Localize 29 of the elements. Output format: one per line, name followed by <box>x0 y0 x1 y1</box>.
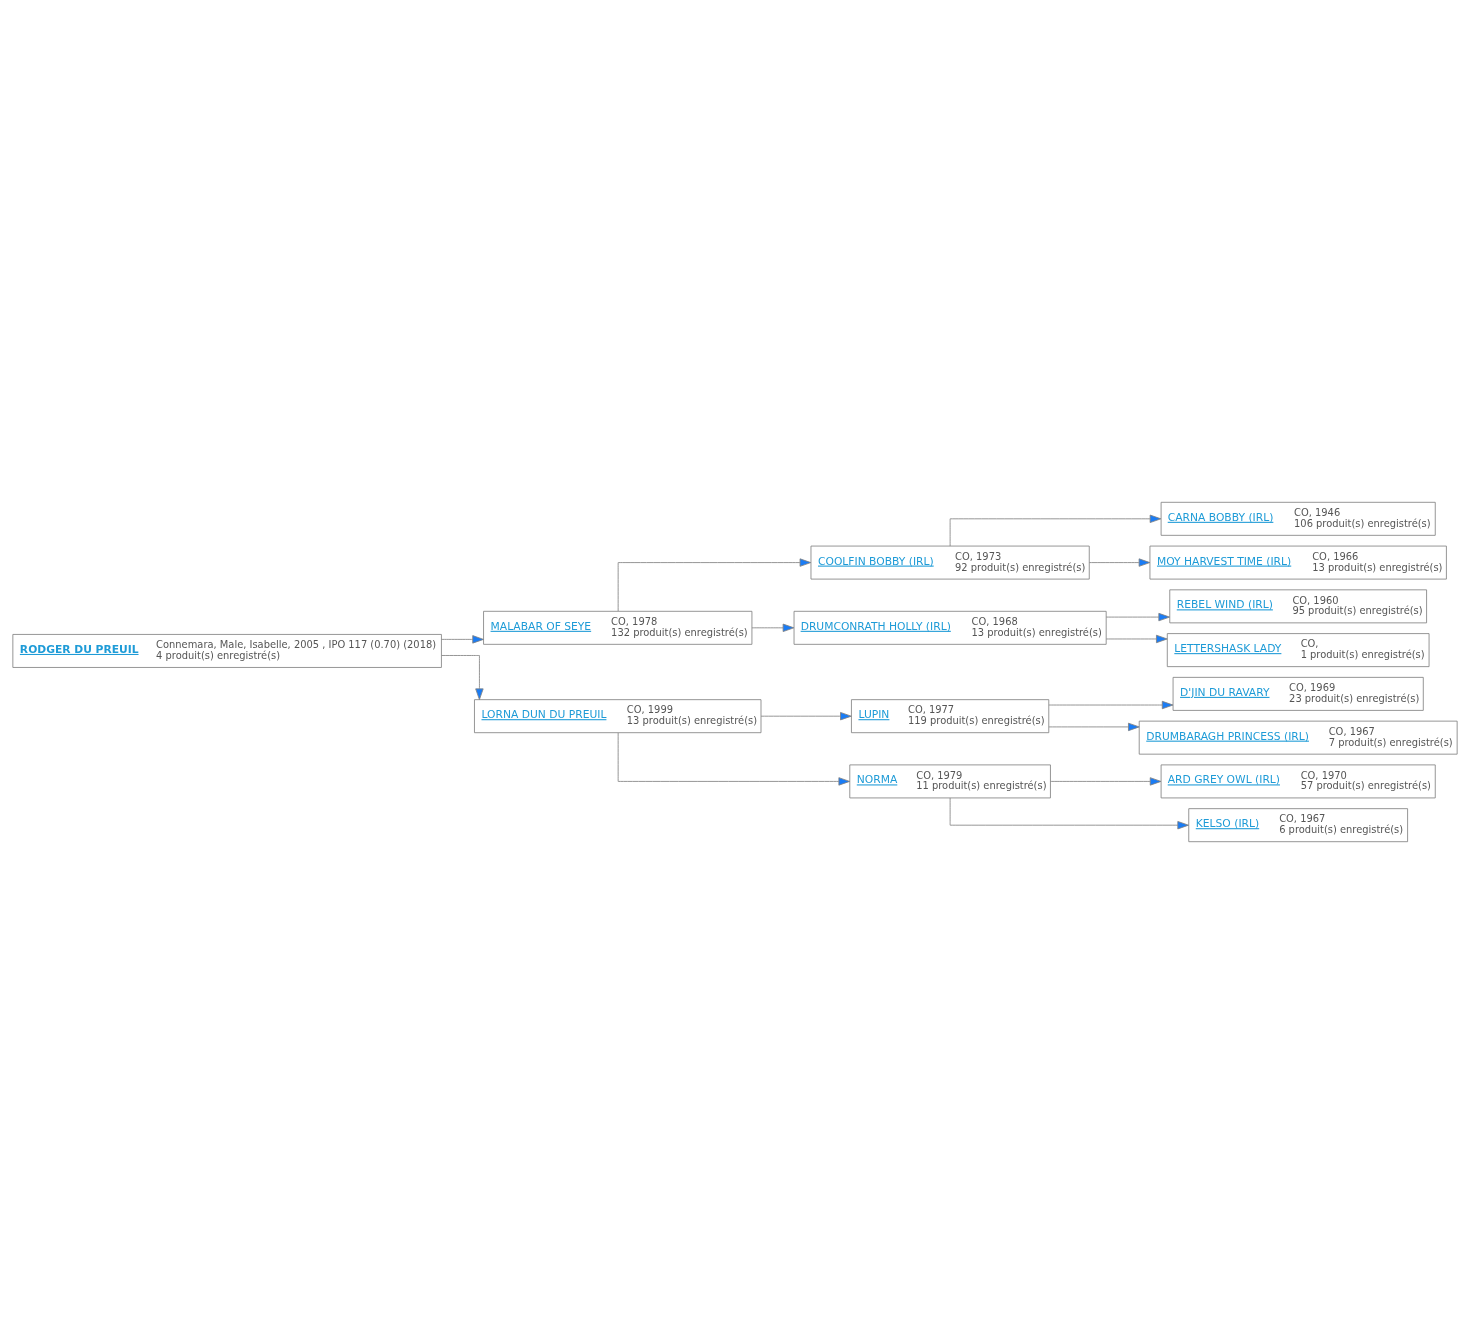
arrow <box>441 654 484 700</box>
node-box: CARNA BOBBY (IRL) CO, 1946 106 produit(s) enregistré(s) <box>1160 501 1436 536</box>
node-box: NORMA CO, 1979 11 produit(s) enregistré(s) <box>849 764 1051 798</box>
node-box: DRUMBARAGH PRINCESS (IRL) CO, 1967 7 produit(s) enregistré(s) <box>1138 720 1458 755</box>
node-box: D'JIN DU RAVARY CO, 1969 23 produit(s) enregistré(s) <box>1172 676 1424 711</box>
node-box: RODGER DU PREUIL Connemara, Male, Isabelle, 2005 , IPO 117 (0.70) (2018) 4 produit(s) enregistré(s) <box>12 633 442 668</box>
arrow <box>1089 557 1151 567</box>
node-box: LETTERSHASK LADY CO, 1 produit(s) enregistré(s) <box>1166 632 1430 667</box>
arrow <box>949 797 1189 829</box>
arrow <box>751 623 795 632</box>
arrow <box>1105 634 1168 643</box>
arrow <box>617 557 812 611</box>
node-box: MALABAR OF SEYE CO, 1978 132 produit(s) enregistré(s) <box>483 610 753 645</box>
node-box: ARD GREY OWL (IRL) CO, 1970 57 produit(s) enregistré(s) <box>1160 764 1436 798</box>
node-box: LUPIN CO, 1977 119 produit(s) enregistré(s) <box>851 698 1050 733</box>
arrow <box>1105 612 1170 621</box>
arrow <box>1050 776 1162 786</box>
arrow <box>760 711 852 720</box>
arrow <box>441 634 484 644</box>
node-box: MOY HARVEST TIME (IRL) CO, 1966 13 produit(s) enregistré(s) <box>1149 545 1447 579</box>
node-box: DRUMCONRATH HOLLY (IRL) CO, 1968 13 produit(s) enregistré(s) <box>793 610 1107 645</box>
arrow <box>1048 722 1140 731</box>
node-box: REBEL WIND (IRL) CO, 1960 95 produit(s) enregistré(s) <box>1169 588 1427 623</box>
arrow <box>617 732 851 786</box>
arrow <box>1048 700 1174 709</box>
node-box: KELSO (IRL) CO, 1967 6 produit(s) enregistré(s) <box>1188 807 1408 842</box>
arrow <box>949 514 1162 546</box>
node-box: LORNA DUN DU PREUIL CO, 1999 13 produit(s) enregistré(s) <box>474 698 762 733</box>
node-box: COOLFIN BOBBY (IRL) CO, 1973 92 produit(s) enregistré(s) <box>810 545 1090 579</box>
